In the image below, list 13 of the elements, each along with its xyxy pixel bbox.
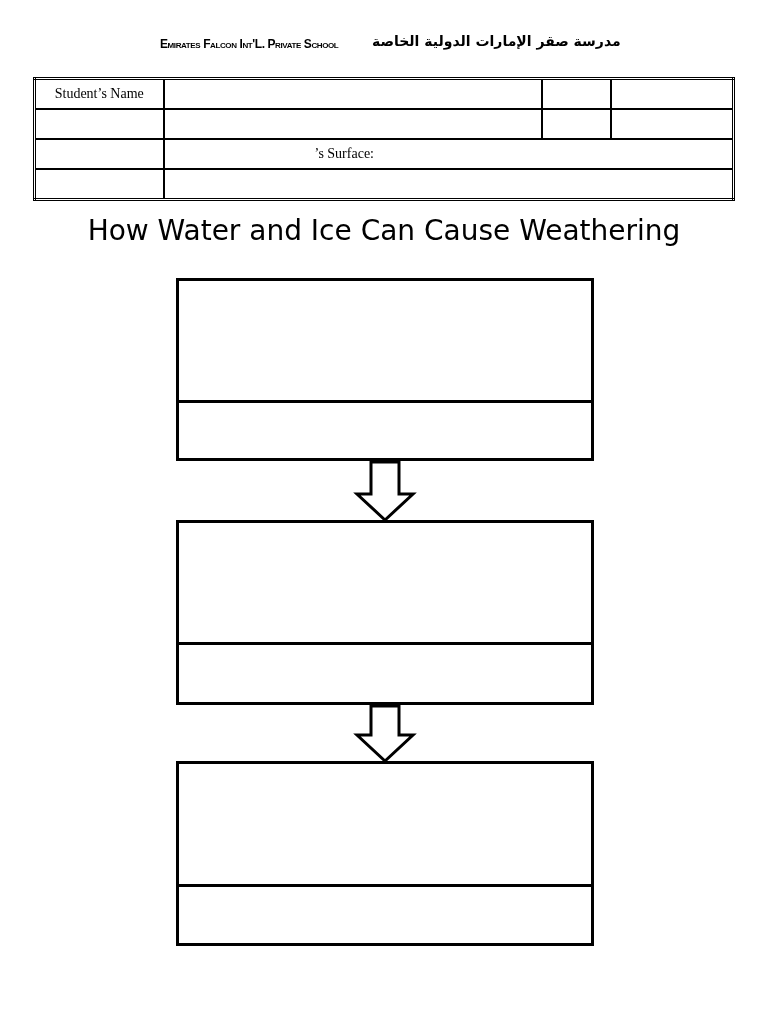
answer-box — [176, 400, 594, 461]
field-label: ’s Surface: — [314, 146, 374, 161]
school-name: Emirates Falcon Int'L. Private School — [160, 38, 339, 52]
block-arrow — [353, 704, 417, 764]
school-name: مدرسة صقر الإمارات الدولية الخاصة — [372, 34, 621, 50]
answer-box — [176, 278, 594, 403]
title: How Water and Ice Can Cause Weathering — [86, 214, 682, 247]
block-arrow — [353, 460, 417, 523]
answer-box — [176, 884, 594, 946]
field-label: Student’s Name — [54, 86, 144, 101]
answer-box — [176, 761, 594, 887]
answer-box — [176, 520, 594, 645]
answer-box — [176, 642, 594, 705]
